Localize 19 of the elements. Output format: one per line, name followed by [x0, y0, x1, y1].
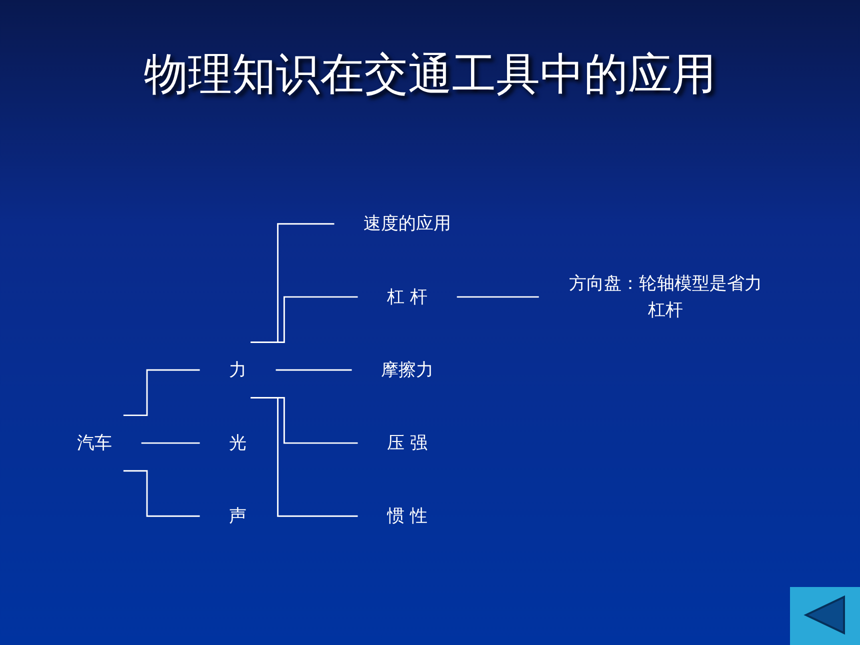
node-text: 力 — [229, 360, 247, 380]
node-text: 汽车 — [77, 432, 112, 454]
connector — [456, 296, 539, 298]
node-text: 压 强 — [387, 432, 428, 454]
node-text: 惯 性 — [387, 506, 428, 526]
node-text: 速度的应用 — [363, 214, 452, 234]
node-text: 方向盘：轮轴模型是省力杠杆 — [569, 274, 762, 320]
connector — [263, 296, 358, 343]
node-text: 光 — [229, 432, 247, 454]
node-text: 摩擦力 — [381, 360, 434, 380]
connector — [123, 369, 200, 416]
node-text: 声 — [229, 506, 247, 526]
connector — [276, 369, 352, 371]
connector — [250, 397, 358, 517]
connector — [141, 442, 200, 444]
node-text: 杠 杆 — [387, 286, 428, 308]
connector — [250, 223, 334, 343]
slide-title: 物理知识在交通工具中的应用 — [143, 48, 717, 102]
connector — [123, 470, 200, 517]
